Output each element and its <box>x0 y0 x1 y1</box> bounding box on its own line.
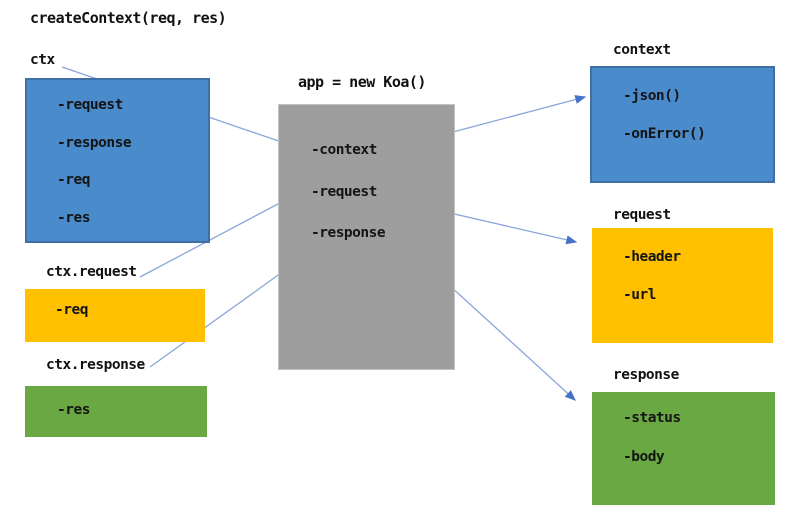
box-context-item: -onError() <box>623 125 706 142</box>
box-app-item: -response <box>311 225 386 241</box>
label-ctx-request: ctx.request <box>46 264 137 280</box>
box-response-item: -status <box>623 410 681 426</box>
box-ctx-item: -res <box>57 209 90 226</box>
box-response-item: -body <box>623 448 665 465</box>
box-context-item: -json() <box>623 88 681 104</box>
box-app-item: -context <box>311 142 377 158</box>
label-app: app = new Koa() <box>298 73 426 91</box>
label-ctx: ctx <box>30 52 55 68</box>
label-request: request <box>613 207 671 223</box>
box-response: -status -body <box>592 392 775 505</box>
label-ctx-response: ctx.response <box>46 357 145 373</box>
box-app: -context -request -response <box>278 104 455 370</box>
box-ctx-item: -request <box>57 97 123 113</box>
page-title: createContext(req, res) <box>30 9 227 27</box>
box-app-item: -request <box>311 183 377 200</box>
box-ctx-response: -res <box>25 386 207 437</box>
box-context: -json() -onError() <box>590 66 775 183</box>
box-ctx: -request -response -req -res <box>25 78 210 243</box>
box-request-item: -url <box>623 286 656 303</box>
box-ctx-request: -req <box>25 289 205 342</box>
box-request-item: -header <box>623 249 681 265</box>
box-ctx-item: -req <box>57 172 90 188</box>
box-ctx-item: -response <box>57 134 132 151</box>
label-response: response <box>613 367 679 383</box>
box-request: -header -url <box>592 228 773 343</box>
box-ctx-request-item: -req <box>55 302 88 318</box>
box-ctx-response-item: -res <box>57 402 90 418</box>
label-context: context <box>613 42 671 58</box>
